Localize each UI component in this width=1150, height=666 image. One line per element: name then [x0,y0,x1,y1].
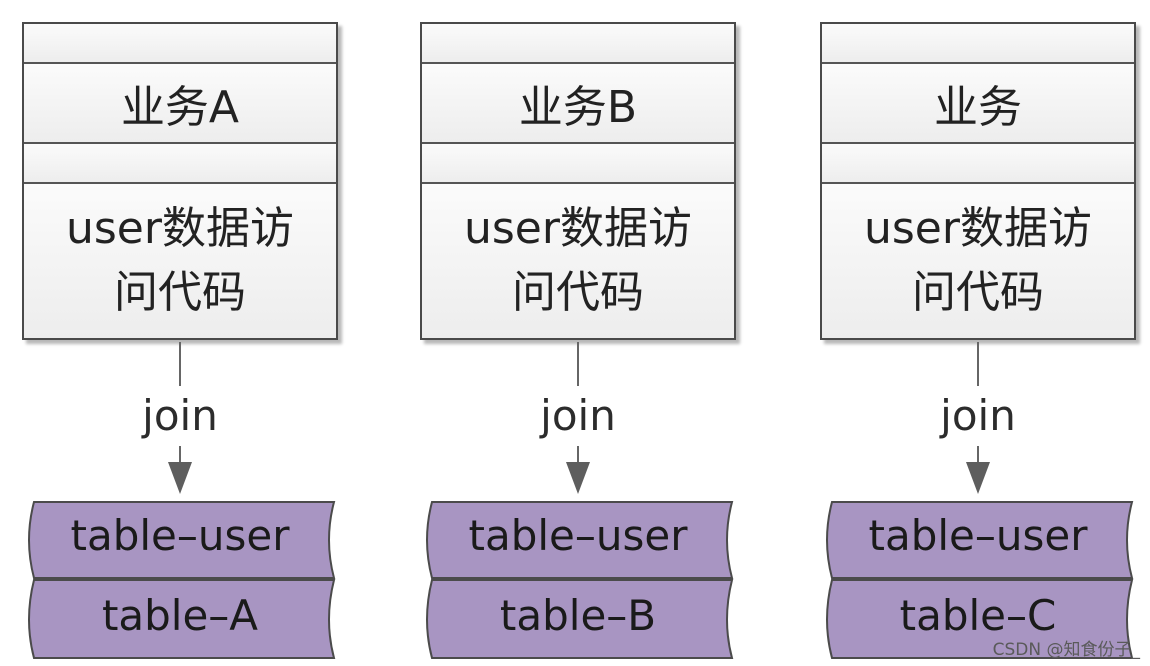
business-label: 业务B [422,64,734,144]
join-arrow-line-upper [577,342,579,386]
business-label: 业务 [822,64,1134,144]
table-user-shape [826,501,1134,579]
data-access-code-line1: user数据访 [864,203,1092,254]
join-arrow-line-lower [179,446,181,462]
column-c: 业务 user数据访 问代码 join table–user table–C [820,0,1142,666]
table-group-c: table–user table–C [820,500,1142,662]
business-stack-c: 业务 user数据访 问代码 [820,22,1136,340]
join-arrow-head-icon [966,462,990,494]
join-label: join [540,391,616,440]
table-user-label: table–user [868,511,1088,560]
table-user-shape [426,501,734,579]
data-access-code-box: user数据访 问代码 [822,184,1134,338]
table-c-shape [826,579,1134,659]
table-user-label: table–user [468,511,688,560]
business-stack-b: 业务B user数据访 问代码 [420,22,736,340]
table-user-shape [28,501,336,579]
join-arrow-line-upper [977,342,979,386]
table-b-shape [426,579,734,659]
join-label: join [940,391,1016,440]
data-access-code-line2: 问代码 [113,267,246,318]
data-access-code-line1: user数据访 [66,203,294,254]
table-group-a: table–user table–A [22,500,344,662]
watermark: CSDN @知食份子_ [992,640,1140,660]
data-access-code-line2: 问代码 [911,267,1044,318]
data-access-code-line2: 问代码 [511,267,644,318]
column-b: 业务B user数据访 问代码 join table–user table–B [420,0,742,666]
business-stack-a: 业务A user数据访 问代码 [22,22,338,340]
table-shapes [28,501,336,659]
data-access-code-box: user数据访 问代码 [24,184,336,338]
join-label: join [142,391,218,440]
table-user-label: table–user [70,511,290,560]
table-a-shape [28,579,336,659]
data-access-code-line1: user数据访 [464,203,692,254]
stack-layer-empty-top [422,24,734,64]
join-arrow-head-icon [168,462,192,494]
table-b-label: table–B [499,591,657,640]
join-arrow-line-lower [577,446,579,462]
join-arrow-head-icon [566,462,590,494]
table-a-label: table–A [101,591,259,640]
table-c-label: table–C [899,591,1057,640]
stack-layer-empty-mid [24,144,336,184]
table-shapes [826,501,1134,659]
join-arrow-line-lower [977,446,979,462]
stack-layer-empty-mid [422,144,734,184]
stack-layer-empty-top [24,24,336,64]
table-shapes [426,501,734,659]
join-arrow-line-upper [179,342,181,386]
stack-layer-empty-top [822,24,1134,64]
data-access-code-box: user数据访 问代码 [422,184,734,338]
stack-layer-empty-mid [822,144,1134,184]
table-group-b: table–user table–B [420,500,742,662]
business-label: 业务A [24,64,336,144]
column-a: 业务A user数据访 问代码 join table–user table–A [22,0,344,666]
